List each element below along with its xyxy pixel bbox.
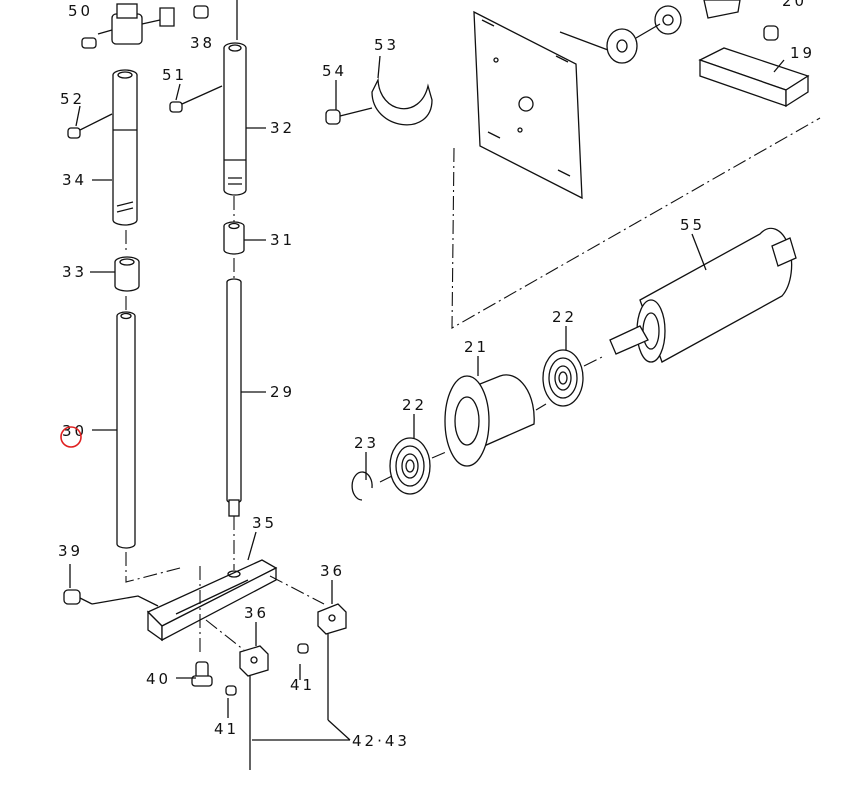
- part-52-setscrew: [67, 113, 113, 139]
- label-38: 38: [190, 34, 215, 52]
- part-22-bearing-lower: [389, 437, 431, 495]
- part-23-snap-ring: [351, 471, 373, 501]
- label-51: 51: [162, 66, 187, 84]
- part-39-screw: [63, 589, 159, 607]
- label-36-left: 36: [244, 604, 269, 622]
- label-23: 23: [354, 434, 379, 452]
- part-19-bracket: [698, 47, 810, 108]
- part-35-needle-bar-bracket: [146, 559, 278, 642]
- part-20-screw: [763, 25, 779, 41]
- label-41-right: 41: [290, 676, 315, 694]
- label-19: 19: [790, 44, 815, 62]
- label-40: 40: [146, 670, 171, 688]
- part-21-roller: [444, 374, 535, 467]
- label-32: 32: [270, 119, 295, 137]
- part-54-screw: [325, 107, 373, 125]
- part-31-bushing: [223, 221, 245, 255]
- part-50-collar: [81, 3, 175, 49]
- label-22-lower: 22: [402, 396, 427, 414]
- label-22-upper: 22: [552, 308, 577, 326]
- leader-lines: [69, 55, 785, 718]
- label-36-right: 36: [320, 562, 345, 580]
- part-38-screw: [193, 0, 238, 40]
- part-22-bearing-upper: [542, 349, 584, 407]
- label-34: 34: [62, 171, 87, 189]
- label-39: 39: [58, 542, 83, 560]
- part-36-clamp-left: [239, 645, 269, 770]
- label-35: 35: [252, 514, 277, 532]
- part-34-tube: [112, 69, 138, 226]
- part-mounting-plate: [473, 10, 583, 200]
- label-54: 54: [322, 62, 347, 80]
- label-52: 52: [60, 90, 85, 108]
- part-53-clamp-band: [371, 77, 433, 126]
- part-32-shaft: [223, 42, 247, 196]
- label-41-left: 41: [214, 720, 239, 738]
- label-55: 55: [680, 216, 705, 234]
- part-51-screw: [169, 85, 223, 113]
- label-33: 33: [62, 263, 87, 281]
- part-40-screw: [191, 661, 213, 687]
- label-21: 21: [464, 338, 489, 356]
- label-31: 31: [270, 231, 295, 249]
- part-41-screws: [225, 643, 309, 696]
- label-29: 29: [270, 383, 295, 401]
- part-55-motor: [609, 227, 797, 363]
- part-36-clamp-right: [317, 603, 347, 720]
- label-42-43: 42·43: [352, 732, 410, 750]
- label-30: 30: [62, 422, 87, 440]
- part-29-rod: [226, 278, 242, 517]
- part-30-rod: [116, 311, 136, 549]
- label-30-highlight-circle: [60, 426, 82, 448]
- label-20: 20: [782, 0, 807, 10]
- label-53: 53: [374, 36, 399, 54]
- part-washers: [606, 0, 741, 64]
- part-33-bushing: [114, 256, 140, 292]
- label-50: 50: [68, 2, 93, 20]
